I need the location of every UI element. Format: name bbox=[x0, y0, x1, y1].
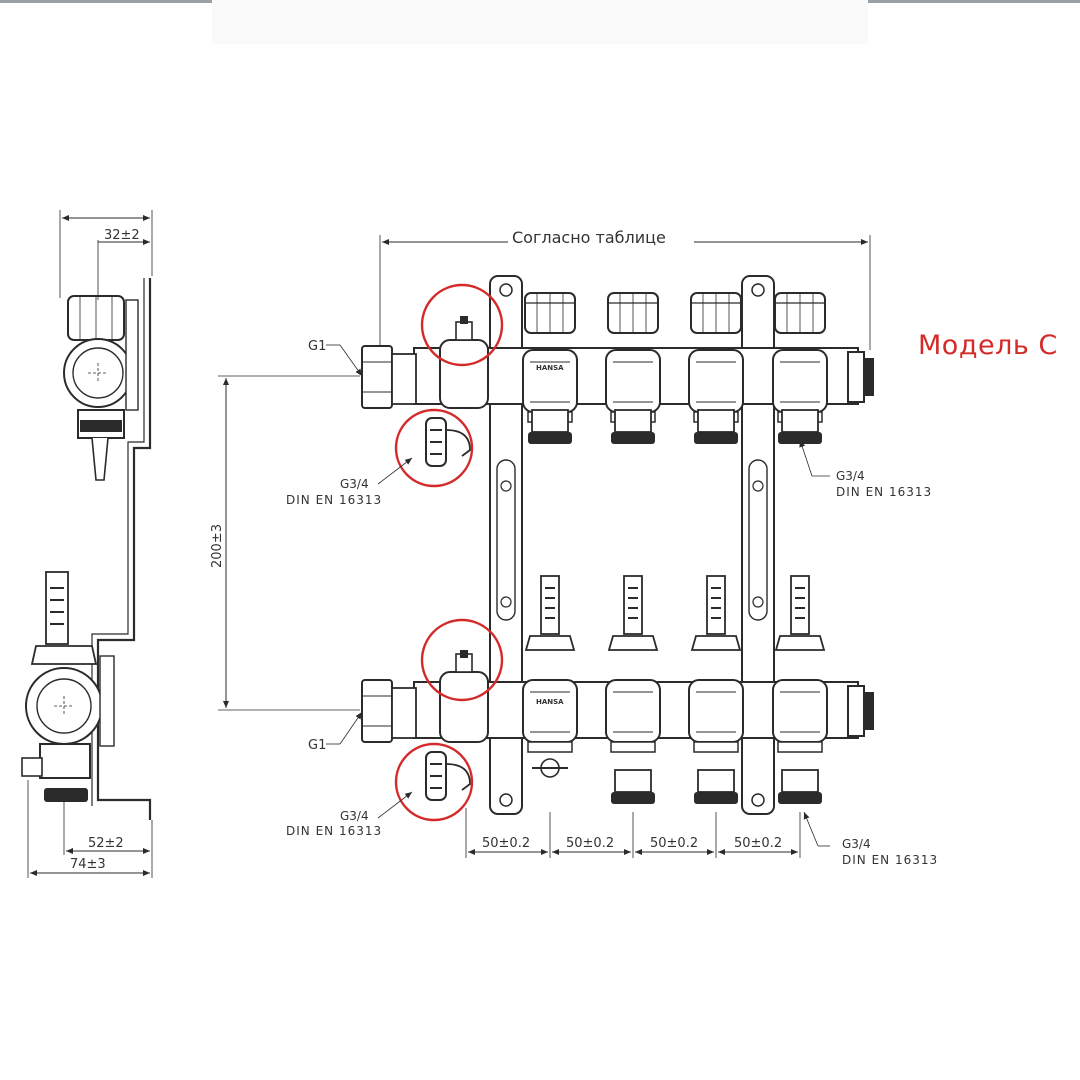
side-bottom-valve bbox=[21, 571, 115, 802]
callout-outlet-bottom-thread: G3/4 bbox=[842, 837, 871, 851]
highlight-vent-bottom bbox=[420, 618, 504, 702]
dim-outlet-spacing-4: 50±0.2 bbox=[734, 836, 782, 851]
brand-marking-top: HANSA bbox=[536, 364, 564, 372]
highlight-drain-bottom bbox=[394, 742, 474, 822]
highlight-vent-top bbox=[420, 283, 504, 367]
highlight-circles bbox=[394, 283, 504, 822]
callout-inlet-bottom: G1 bbox=[308, 738, 326, 753]
model-label: Модель C bbox=[918, 330, 1058, 361]
dim-side-depth-top: 32±2 bbox=[104, 228, 140, 243]
brand-marking-bottom: HANSA bbox=[536, 698, 564, 706]
front-view: Согласно таблице 200±3 bbox=[210, 226, 938, 867]
dim-side-depth-mid: 52±2 bbox=[88, 836, 124, 851]
callout-drain-bottom-thread: G3/4 bbox=[340, 809, 369, 823]
callout-drain-bottom-standard: DIN EN 16313 bbox=[286, 824, 382, 838]
dim-outlet-spacing-2: 50±0.2 bbox=[566, 836, 614, 851]
mounting-bracket-right bbox=[741, 275, 775, 815]
dim-side-depth-total: 74±3 bbox=[70, 857, 106, 872]
callout-drain-top-standard: DIN EN 16313 bbox=[286, 493, 382, 507]
dim-overall-width: Согласно таблице bbox=[512, 228, 666, 247]
side-top-valve bbox=[63, 295, 139, 481]
faded-header-area bbox=[212, 0, 868, 44]
top-rule-left bbox=[0, 0, 212, 3]
callout-outlet-top-standard: DIN EN 16313 bbox=[836, 485, 932, 499]
dim-outlet-spacing-3: 50±0.2 bbox=[650, 836, 698, 851]
top-manifold-bar: HANSA bbox=[361, 292, 874, 467]
side-view: 32±2 52±2 74±3 bbox=[21, 210, 153, 878]
callout-outlet-top-thread: G3/4 bbox=[836, 469, 865, 483]
callout-inlet-top: G1 bbox=[308, 339, 326, 354]
bottom-manifold-bar: HANSA bbox=[361, 575, 874, 805]
highlight-drain-top bbox=[394, 408, 474, 488]
dim-vertical-spacing: 200±3 bbox=[210, 524, 225, 568]
top-rule-right bbox=[868, 0, 1080, 3]
callout-drain-top-thread: G3/4 bbox=[340, 477, 369, 491]
callout-outlet-bottom-standard: DIN EN 16313 bbox=[842, 853, 938, 867]
dim-outlet-spacing-1: 50±0.2 bbox=[482, 836, 530, 851]
